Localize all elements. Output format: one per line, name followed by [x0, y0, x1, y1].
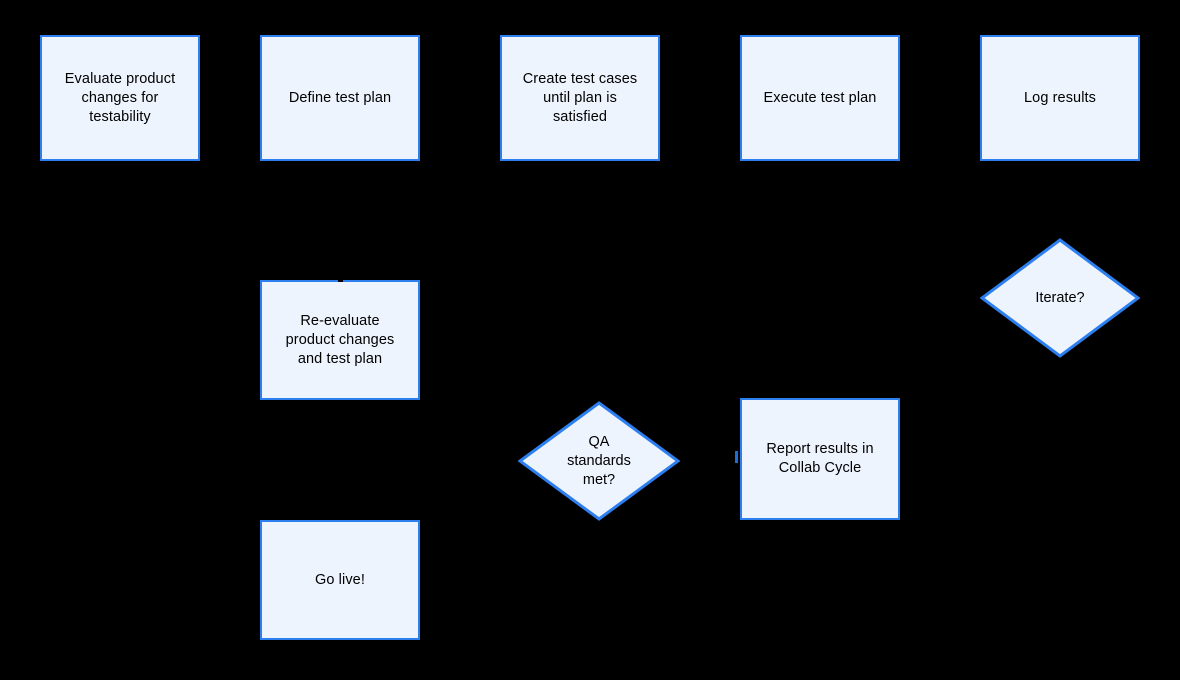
node-iterate[interactable]: Iterate? [980, 238, 1140, 358]
node-log-results[interactable]: Log results [980, 35, 1140, 161]
node-label: Re-evaluate product changes and test pla… [285, 312, 395, 367]
connector-stub-artifact [735, 451, 738, 463]
node-report-results[interactable]: Report results in Collab Cycle [740, 398, 900, 520]
node-evaluate-product-changes[interactable]: Evaluate product changes for testability [40, 35, 200, 161]
node-qa-standards-met[interactable]: QA standards met? [518, 401, 680, 521]
node-label: Execute test plan [763, 89, 877, 106]
node-label: Create test cases until plan is satisfie… [522, 70, 638, 125]
node-label: Go live! [315, 571, 365, 588]
node-label: Log results [1023, 89, 1097, 106]
node-label: Iterate? [1035, 289, 1085, 306]
node-go-live[interactable]: Go live! [260, 520, 420, 640]
node-re-evaluate[interactable]: Re-evaluate product changes and test pla… [260, 280, 420, 400]
border-notch-artifact [338, 279, 343, 282]
diamond-shape [518, 401, 680, 521]
diamond-shape [980, 238, 1140, 358]
node-execute-test-plan[interactable]: Execute test plan [740, 35, 900, 161]
node-create-test-cases[interactable]: Create test cases until plan is satisfie… [500, 35, 660, 161]
node-label: QA standards met? [567, 433, 631, 488]
node-define-test-plan[interactable]: Define test plan [260, 35, 420, 161]
node-label: Report results in Collab Cycle [766, 441, 874, 476]
node-label: Define test plan [288, 89, 392, 106]
node-label: Evaluate product changes for testability [64, 70, 176, 125]
